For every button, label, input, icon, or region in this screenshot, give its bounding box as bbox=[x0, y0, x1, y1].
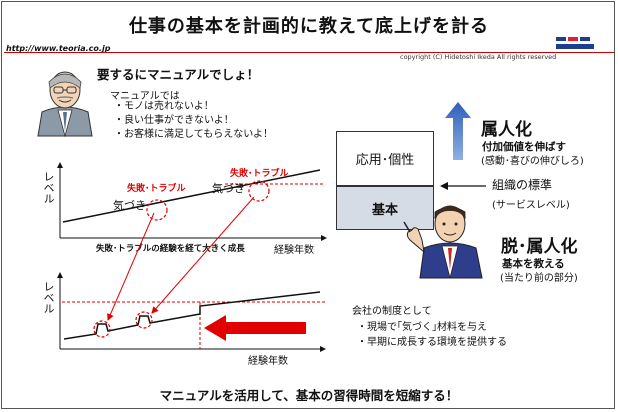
manual-bullet-list: ・モノは売れないよ！ ・良い仕事ができないよ！ ・お客様に満足してもらえないよ！ bbox=[114, 100, 273, 142]
up-arrow-icon bbox=[445, 102, 471, 160]
header-divider bbox=[4, 52, 614, 53]
notice-label-1: 気づき bbox=[113, 199, 146, 212]
manual-bullet: ・お客様に満足してもらえないよ！ bbox=[114, 129, 273, 140]
top-graph-caption: 失敗･トラブルの経験を経て大きく成長 bbox=[96, 244, 245, 254]
copyright-notice: copyright (C) Hidetoshi Ikeda All rights… bbox=[400, 53, 557, 61]
website-url[interactable]: http://www.teoria.co.jp bbox=[6, 44, 111, 53]
company-system-bullet: ・現場で｢気づく｣材料を与え bbox=[357, 322, 487, 333]
deindividualize-subtitle: 基本を教える bbox=[502, 258, 565, 270]
time-shortening-arrow bbox=[204, 315, 306, 341]
mapping-arrow-1 bbox=[107, 212, 155, 321]
service-level-label: (サービスレベル) bbox=[492, 200, 570, 211]
deindividualize-title: 脱･属人化 bbox=[501, 237, 578, 257]
individualize-title: 属人化 bbox=[481, 120, 532, 140]
top-graph-growth-line bbox=[62, 169, 321, 223]
left-arrow-icon bbox=[440, 182, 486, 190]
manual-heading: 要するにマニュアルでしょ！ bbox=[97, 67, 260, 82]
top-graph-x-label: 経験年数 bbox=[274, 245, 314, 256]
individualize-subtitle: 付加価値を伸ばす bbox=[482, 141, 566, 153]
notice-label-2: 気づき bbox=[212, 182, 245, 195]
applied-skills-label: 応用･個性 bbox=[355, 153, 415, 168]
mapping-arrow-2 bbox=[151, 196, 255, 314]
young-employee-illustration bbox=[403, 205, 483, 279]
elderly-manager-illustration bbox=[37, 71, 93, 138]
org-standard-label: 組織の標準 bbox=[492, 178, 553, 192]
deindividualize-note: (当たり前の部分) bbox=[500, 273, 578, 284]
trouble-label-2: 失敗･トラブル bbox=[230, 169, 289, 179]
basic-skills-box: 基本 bbox=[336, 186, 434, 230]
accelerated-marker-1 bbox=[93, 320, 111, 338]
manual-bullet: ・モノは売れないよ！ bbox=[114, 101, 214, 112]
bottom-graph-growth-line bbox=[63, 291, 321, 340]
manual-bullet: ・良い仕事ができないよ！ bbox=[114, 115, 234, 126]
slide-title: 仕事の基本を計画的に教えて底上げを計る bbox=[128, 16, 490, 37]
footer-message: マニュアルを活用して、基本の習得時間を短縮する！ bbox=[159, 388, 459, 403]
top-graph-y-label: レベル bbox=[42, 171, 55, 204]
manual-intro: マニュアルでは bbox=[110, 91, 180, 102]
teoria-logo-icon bbox=[554, 35, 598, 51]
trouble-label-1: 失敗･トラブル bbox=[127, 184, 186, 194]
company-system-bullet: ・早期に成長する環境を提供する bbox=[357, 337, 507, 348]
company-system-intro: 会社の制度として bbox=[352, 306, 432, 317]
applied-skills-box: 応用･個性 bbox=[336, 131, 434, 186]
individualize-note: (感動･喜びの伸びしろ) bbox=[481, 156, 584, 167]
bottom-graph-x-label: 経験年数 bbox=[248, 356, 288, 367]
trouble-marker-2 bbox=[248, 180, 270, 202]
trouble-marker-1 bbox=[146, 199, 168, 221]
basic-skills-label: 基本 bbox=[371, 202, 398, 218]
accelerated-marker-2 bbox=[135, 311, 153, 329]
bottom-graph-y-label: レベル bbox=[42, 281, 55, 314]
